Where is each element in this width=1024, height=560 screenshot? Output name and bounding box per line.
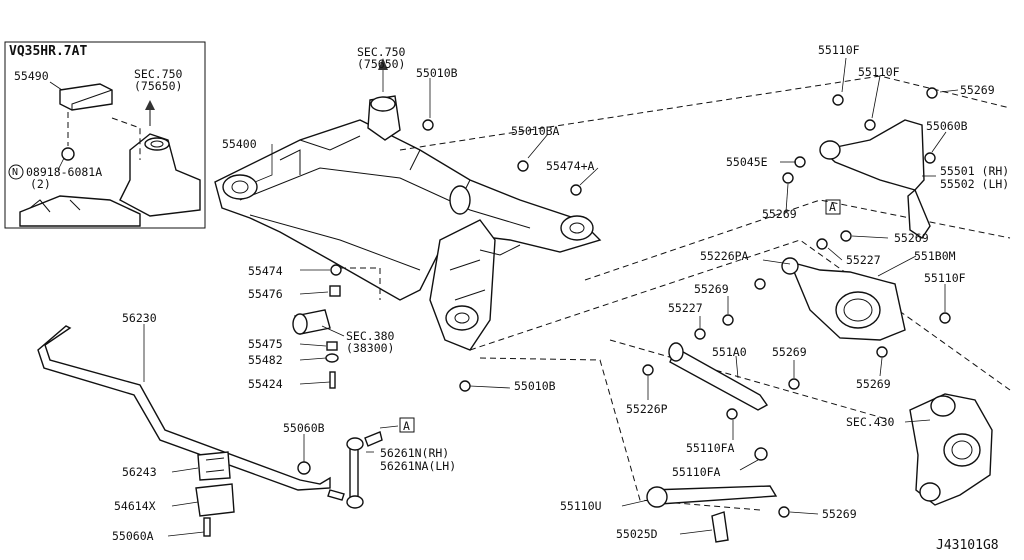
label-56230: 56230 xyxy=(122,311,157,325)
inset-sec-sub-label: (75650) xyxy=(134,79,183,93)
label-55227-a: 55227 xyxy=(846,253,881,267)
label-55227-b: 55227 xyxy=(668,301,703,315)
sec750-arrow-head xyxy=(378,58,388,70)
drawing-code: J43101G8 xyxy=(936,538,999,553)
label-54614x: 54614X xyxy=(114,499,156,513)
label-55226p: 55226P xyxy=(626,402,668,416)
ref-box-a-upper xyxy=(825,199,841,215)
label-55110f-a: 55110F xyxy=(818,43,860,57)
inset-bolt-prefix: N xyxy=(12,167,19,178)
bolt-prefix-circle xyxy=(8,164,24,180)
label-55025d: 55025D xyxy=(616,527,658,541)
inset-bolt-label: 08918-6081A xyxy=(26,165,103,179)
label-55400: 55400 xyxy=(222,137,257,151)
lower-link-arm xyxy=(754,230,951,358)
inset-frame xyxy=(4,41,206,229)
label-55501: 55501 (RH) xyxy=(940,164,1010,178)
label-55269-c: 55269 xyxy=(894,231,929,245)
stabilizer-link xyxy=(327,431,383,509)
label-55424: 55424 xyxy=(248,377,283,391)
label-55269-a: 55269 xyxy=(960,83,995,97)
upper-link-arm xyxy=(782,87,938,239)
label-56261n: 56261N(RH) xyxy=(380,446,450,460)
label-sec430: SEC.430 xyxy=(846,415,895,429)
label-55010b-top: 55010B xyxy=(416,66,458,80)
label-sec380: SEC.380 xyxy=(346,329,395,343)
ref-box-a-lower xyxy=(399,417,415,433)
label-551a0: 551A0 xyxy=(712,345,747,359)
label-55502: 55502 (LH) xyxy=(940,177,1010,191)
inset-bolt-qty: (2) xyxy=(30,177,51,191)
label-55010ba: 55010BA xyxy=(511,124,560,138)
label-55269-f: 55269 xyxy=(856,377,891,391)
label-55475: 55475 xyxy=(248,337,283,351)
label-55110f-b: 55110F xyxy=(858,65,900,79)
dash-bracket-left xyxy=(340,267,381,300)
dash-line-bottom xyxy=(479,357,761,511)
inset-mount-drawing xyxy=(19,81,201,227)
label-55010b-bottom: 55010B xyxy=(514,379,556,393)
leader-lines xyxy=(143,57,959,537)
label-55226pa: 55226PA xyxy=(700,249,749,263)
label-55474a: 55474+A xyxy=(546,159,595,173)
label-55269-d: 55269 xyxy=(694,282,729,296)
label-55269-b: 55269 xyxy=(762,207,797,221)
label-55269-e: 55269 xyxy=(772,345,807,359)
inset-title: VQ35HR.7AT xyxy=(9,44,88,59)
dash-line-diag xyxy=(609,339,891,421)
label-55269-g: 55269 xyxy=(822,507,857,521)
label-55110u: 55110U xyxy=(560,499,602,513)
label-sec380-sub: (38300) xyxy=(346,341,395,355)
label-56261na: 56261NA(LH) xyxy=(380,459,457,473)
dash-line-lower xyxy=(469,239,1011,391)
label-55110f-c: 55110F xyxy=(924,271,966,285)
label-55474: 55474 xyxy=(248,264,283,278)
axle-knuckle xyxy=(909,393,993,506)
label-55060b-right: 55060B xyxy=(926,119,968,133)
label-55110fa-a: 55110FA xyxy=(686,441,735,455)
label-55045e: 55045E xyxy=(726,155,768,169)
label-55110fa-b: 55110FA xyxy=(672,465,721,479)
label-55482: 55482 xyxy=(248,353,283,367)
dash-line-mid xyxy=(584,199,1011,281)
lower-rear-link xyxy=(646,447,790,543)
inset-part-label: 55490 xyxy=(14,69,49,83)
label-55060b-left: 55060B xyxy=(283,421,325,435)
label-56243: 56243 xyxy=(122,465,157,479)
inset-sec-label: SEC.750 xyxy=(134,67,183,81)
subframe-hardware xyxy=(292,119,582,392)
toe-link-rod xyxy=(642,314,800,420)
rear-suspension-member xyxy=(214,95,602,351)
label-55060a: 55060A xyxy=(112,529,154,543)
label-ref-a-upper: A xyxy=(829,200,836,214)
label-sec750-sub: (75650) xyxy=(357,57,406,71)
label-55476: 55476 xyxy=(248,287,283,301)
label-551b0m: 551B0M xyxy=(914,249,956,263)
label-ref-a-lower: A xyxy=(403,419,410,433)
label-sec750: SEC.750 xyxy=(357,45,406,59)
stabilizer-bar xyxy=(37,325,331,537)
